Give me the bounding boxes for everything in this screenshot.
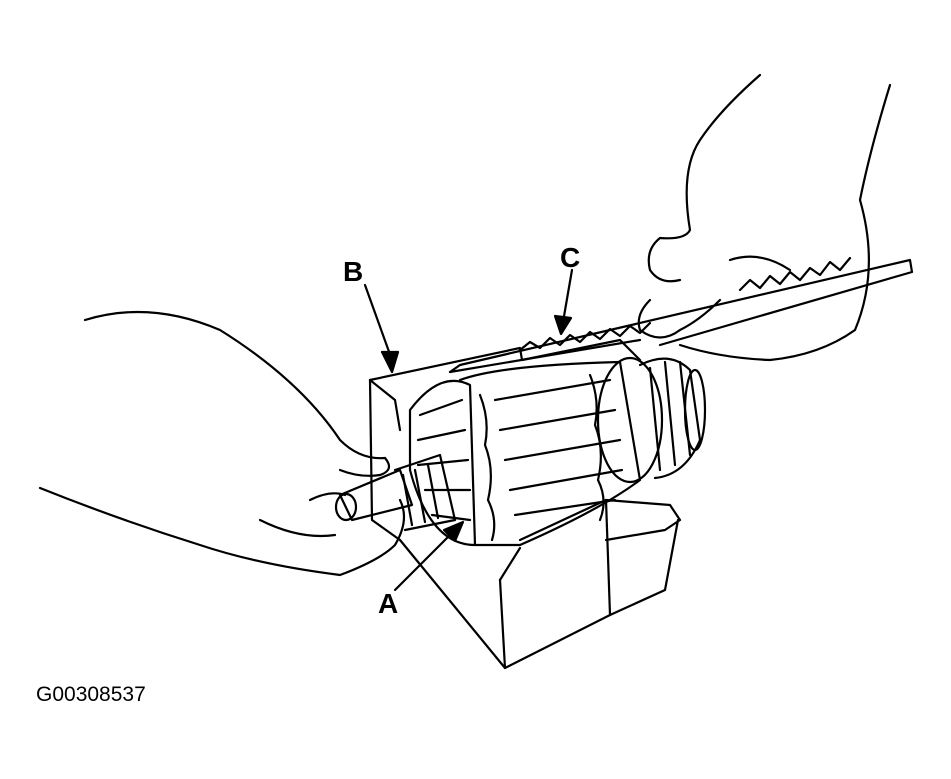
callout-leaders: [363, 268, 574, 592]
hand-icon: [38, 310, 406, 577]
callout-label-b: B: [343, 256, 364, 287]
hand-icon: [637, 73, 892, 362]
hacksaw-blade-icon: [448, 256, 914, 374]
callout-label-a: A: [378, 588, 399, 619]
growler-icon: [368, 338, 682, 670]
callout-label-c: C: [560, 242, 581, 273]
armature-icon: [334, 356, 707, 547]
figure-id-code: G00308537: [36, 683, 146, 706]
